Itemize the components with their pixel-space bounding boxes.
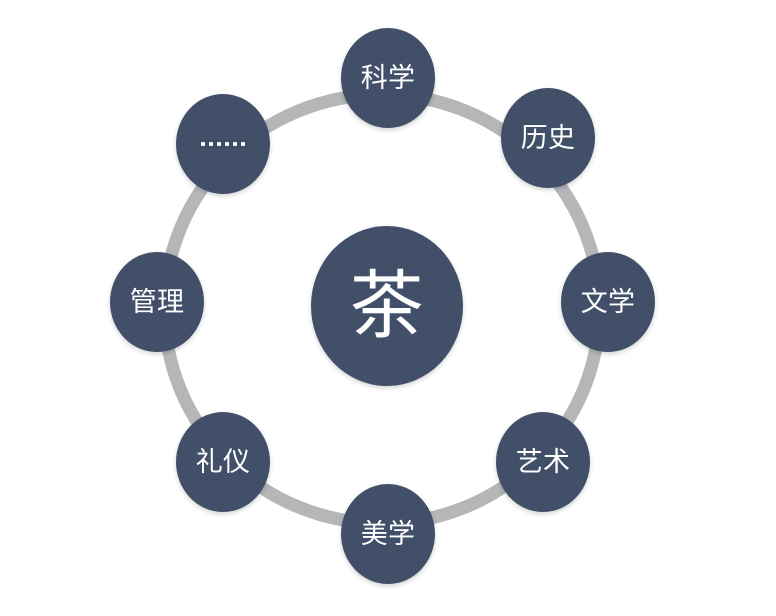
node-meixue-label: 美学	[360, 518, 416, 550]
node-liyi-label: 礼仪	[195, 446, 251, 478]
node-liyi[interactable]: 礼仪	[176, 412, 270, 512]
center-node-tea[interactable]: 茶	[311, 226, 463, 386]
center-node-label: 茶	[349, 263, 425, 349]
node-lishi-label: 历史	[520, 122, 576, 154]
ellipsis-icon	[201, 142, 245, 146]
node-guanli-label: 管理	[129, 286, 185, 318]
node-kexue[interactable]: 科学	[341, 28, 435, 128]
node-wenxue[interactable]: 文学	[561, 252, 655, 352]
node-lishi[interactable]: 历史	[501, 88, 595, 188]
node-ellipsis[interactable]: ……	[176, 94, 270, 194]
node-yishu[interactable]: 艺术	[496, 412, 590, 512]
node-kexue-label: 科学	[360, 62, 416, 94]
node-guanli[interactable]: 管理	[110, 252, 204, 352]
node-yishu-label: 艺术	[515, 446, 571, 478]
node-meixue[interactable]: 美学	[341, 484, 435, 584]
node-wenxue-label: 文学	[580, 286, 636, 318]
